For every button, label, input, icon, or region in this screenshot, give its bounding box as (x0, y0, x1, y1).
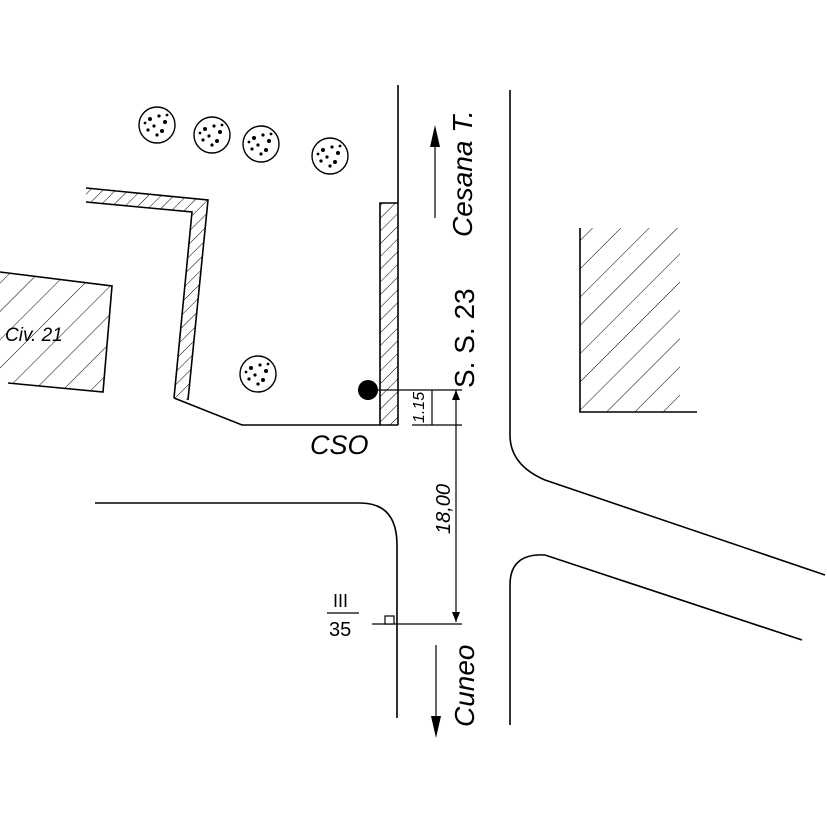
dimension-label-large: 18,00 (433, 484, 455, 534)
tree-icon (193, 116, 231, 154)
dimension-lines (327, 389, 462, 625)
road-edges (95, 85, 826, 725)
fence-strip (379, 202, 398, 425)
km-marker-bottom: 35 (329, 619, 351, 641)
building-civ-21 (0, 271, 113, 393)
road-label-north: Cesana T. (447, 110, 478, 237)
road-label-name: S. S. 23 (449, 288, 480, 388)
direction-arrows (430, 125, 441, 738)
building-right (579, 228, 697, 413)
cso-label: CSO (310, 430, 369, 460)
tree-icon (242, 125, 280, 163)
arrow-down-icon (431, 716, 441, 738)
cso-point-marker (358, 380, 378, 400)
tree-icon (138, 106, 176, 144)
tree-icon (311, 137, 349, 175)
arrow-up-icon (430, 125, 440, 147)
tree-icon (239, 355, 277, 393)
tree-symbols (138, 106, 349, 393)
building-label: Civ. 21 (5, 325, 63, 346)
boundary-wall (85, 187, 398, 426)
road-label-south: Cuneo (449, 644, 480, 727)
km-marker-top: III (333, 591, 348, 611)
dimension-label-small: 1.15 (411, 392, 428, 423)
